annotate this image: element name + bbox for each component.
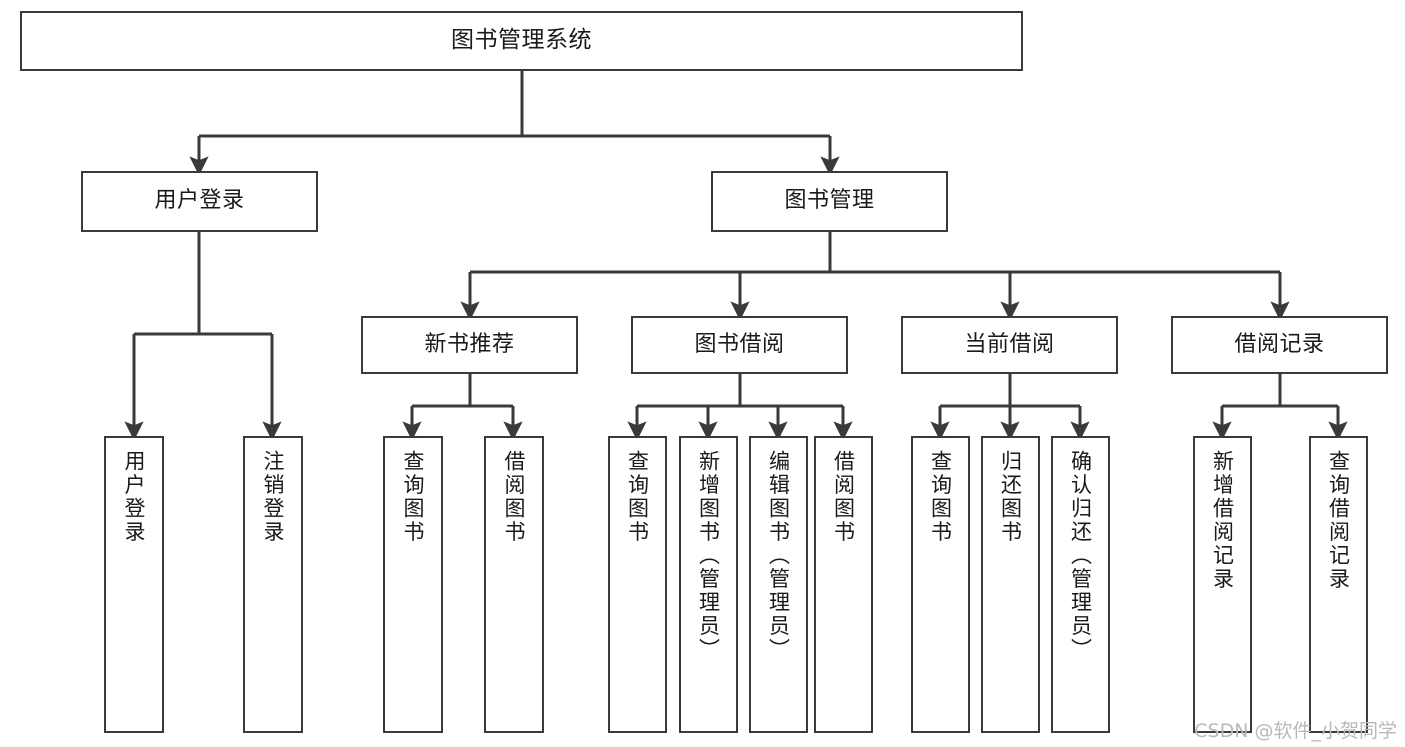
node-leaf-query-book-recommend[interactable]: 查询图书 <box>383 436 443 733</box>
node-label: 注销登录 <box>261 450 286 544</box>
node-label: 借阅图书 <box>502 450 527 544</box>
node-book-management[interactable]: 图书管理 <box>711 171 948 232</box>
node-label: 用户登录 <box>154 188 245 214</box>
node-leaf-logout[interactable]: 注销登录 <box>243 436 303 733</box>
node-label: 编辑图书（管理员） <box>766 450 791 662</box>
node-label: 借阅图书 <box>831 450 856 544</box>
node-leaf-confirm-return-admin[interactable]: 确认归还（管理员） <box>1051 436 1110 733</box>
node-leaf-add-book-admin[interactable]: 新增图书（管理员） <box>679 436 738 733</box>
node-label: 新增图书（管理员） <box>696 450 721 662</box>
node-label: 用户登录 <box>122 450 147 544</box>
node-label: 新增借阅记录 <box>1210 450 1235 591</box>
node-label: 新书推荐 <box>424 331 515 357</box>
node-leaf-query-borrow-record[interactable]: 查询借阅记录 <box>1309 436 1368 733</box>
node-label: 图书管理 <box>784 188 875 214</box>
node-label: 图书借阅 <box>694 331 785 357</box>
node-root-system[interactable]: 图书管理系统 <box>20 11 1023 71</box>
node-leaf-add-borrow-record[interactable]: 新增借阅记录 <box>1193 436 1252 733</box>
node-leaf-edit-book-admin[interactable]: 编辑图书（管理员） <box>749 436 808 733</box>
node-leaf-borrow-book-recommend[interactable]: 借阅图书 <box>484 436 544 733</box>
node-label: 查询图书 <box>401 450 426 544</box>
node-user-login[interactable]: 用户登录 <box>81 171 318 232</box>
node-leaf-return-book[interactable]: 归还图书 <box>981 436 1040 733</box>
node-label: 查询借阅记录 <box>1326 450 1351 591</box>
node-label: 确认归还（管理员） <box>1068 450 1093 662</box>
node-leaf-query-book-borrow[interactable]: 查询图书 <box>608 436 667 733</box>
node-label: 借阅记录 <box>1234 331 1325 357</box>
node-label: 查询图书 <box>625 450 650 544</box>
node-new-book-recommend[interactable]: 新书推荐 <box>361 316 578 374</box>
node-current-borrow[interactable]: 当前借阅 <box>901 316 1118 374</box>
node-leaf-borrow-book[interactable]: 借阅图书 <box>814 436 873 733</box>
node-label: 图书管理系统 <box>451 27 592 54</box>
csdn-watermark: CSDN @软件_小贺同学 <box>1194 720 1397 742</box>
node-label: 归还图书 <box>998 450 1023 544</box>
node-label: 当前借阅 <box>964 331 1055 357</box>
node-borrow-record[interactable]: 借阅记录 <box>1171 316 1388 374</box>
node-book-borrow[interactable]: 图书借阅 <box>631 316 848 374</box>
node-leaf-query-book-current[interactable]: 查询图书 <box>911 436 970 733</box>
node-label: 查询图书 <box>928 450 953 544</box>
node-leaf-user-login[interactable]: 用户登录 <box>104 436 164 733</box>
